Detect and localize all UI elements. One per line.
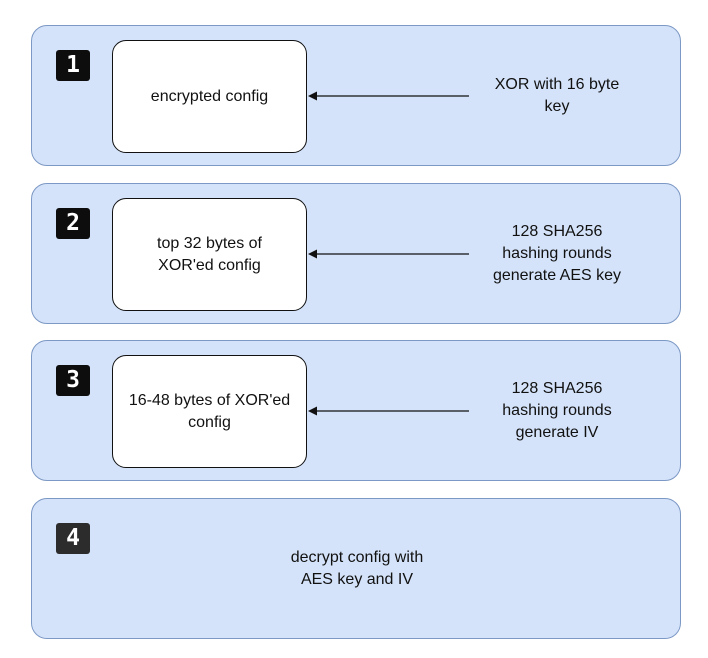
box-label: top 32 bytes of XOR'ed config bbox=[157, 234, 262, 274]
bytes-16-48-box: 16-48 bytes of XOR'ed config bbox=[112, 355, 307, 468]
arrow-left-icon bbox=[308, 91, 469, 101]
xor-step-label: XOR with 16 byte key bbox=[494, 75, 620, 115]
step-number-badge: 4 bbox=[56, 523, 90, 554]
iv-step-label: 128 SHA256 hashing rounds generate IV bbox=[502, 379, 612, 441]
step-2-panel: 2 top 32 bytes of XOR'ed config 128 SHA2… bbox=[31, 183, 681, 324]
step-4-panel: 4 decrypt config with AES key and IV bbox=[31, 498, 681, 639]
step-number-badge: 1 bbox=[56, 50, 90, 81]
top-32-bytes-box: top 32 bytes of XOR'ed config bbox=[112, 198, 307, 311]
step-3-panel: 3 16-48 bytes of XOR'ed config 128 SHA25… bbox=[31, 340, 681, 481]
box-label: encrypted config bbox=[150, 87, 269, 105]
encrypted-config-box: encrypted config bbox=[112, 40, 307, 153]
aes-key-step-label: 128 SHA256 hashing rounds generate AES k… bbox=[492, 222, 622, 284]
decrypt-step-label: decrypt config with AES key and IV bbox=[290, 548, 424, 588]
step-number-badge: 3 bbox=[56, 365, 90, 396]
arrow-left-icon bbox=[308, 249, 469, 259]
step-number-badge: 2 bbox=[56, 208, 90, 239]
arrow-left-icon bbox=[308, 406, 469, 416]
step-1-panel: 1 encrypted config XOR with 16 byte key bbox=[31, 25, 681, 166]
box-label: 16-48 bytes of XOR'ed config bbox=[128, 391, 291, 431]
